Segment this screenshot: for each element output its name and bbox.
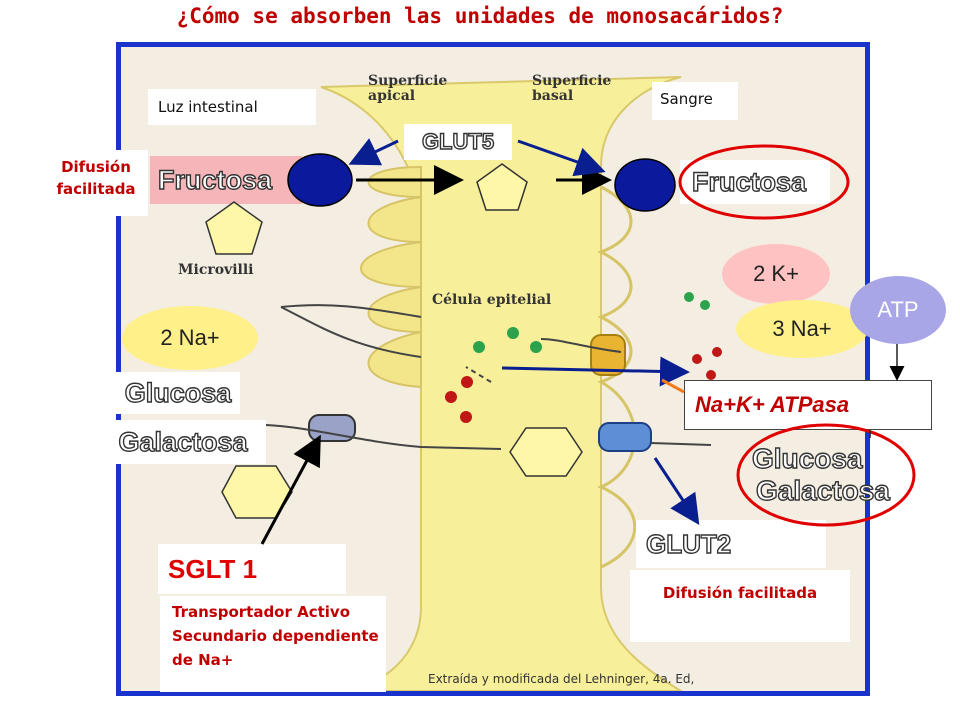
na3-ion-label: 3 Na+ bbox=[736, 300, 868, 358]
superficie-apical-label: Superficie apical bbox=[368, 73, 448, 104]
celula-epitelial-label: Célula epitelial bbox=[432, 292, 552, 308]
k-ion-dot bbox=[473, 341, 485, 353]
na-ion-dot bbox=[461, 376, 473, 388]
glut2-transporter-shape bbox=[598, 422, 652, 452]
sangre-label: Sangre bbox=[652, 82, 738, 120]
na-k-pump-shape bbox=[590, 334, 626, 376]
luz-intestinal-label: Luz intestinal bbox=[148, 89, 316, 125]
na-ion-dot bbox=[706, 370, 716, 380]
na-ion-dot bbox=[712, 347, 722, 357]
fructosa-right-label: Fructosa bbox=[680, 160, 830, 204]
glucosa-left-label: Glucosa bbox=[116, 372, 240, 414]
k-ion-dot bbox=[507, 327, 519, 339]
basal-membrane-shape bbox=[597, 185, 637, 569]
page-title: ¿Cómo se absorben las unidades de monosa… bbox=[176, 4, 784, 28]
glucosa-right-label: Glucosa bbox=[751, 443, 863, 474]
source-citation: Extraída y modificada del Lehninger, 4a.… bbox=[428, 672, 695, 686]
superficie-basal-label: Superficie basal bbox=[532, 73, 612, 104]
na-k-atpasa-label: Na+K+ ATPasa bbox=[684, 380, 932, 430]
microvilli-label: Microvilli bbox=[178, 262, 254, 278]
transportador-label: Transportador Activo Secundario dependie… bbox=[160, 596, 386, 692]
atp-label: ATP bbox=[850, 276, 946, 344]
glut2-label: GLUT2 bbox=[636, 520, 826, 568]
k-ion-dot bbox=[700, 300, 710, 310]
na-ion-dot bbox=[445, 391, 457, 403]
k-ion-dot bbox=[684, 292, 694, 302]
k-ion-label: 2 K+ bbox=[722, 244, 830, 304]
na-ion-dot bbox=[460, 411, 472, 423]
na-ion-dot bbox=[692, 354, 702, 364]
sglt1-label: SGLT 1 bbox=[158, 544, 346, 594]
microvilli-shape bbox=[360, 165, 422, 389]
sglt1-transporter-shape bbox=[308, 414, 356, 442]
galactosa-right-label: Galactosa bbox=[755, 475, 890, 506]
difusion-facilitada-bottom-label: Difusión facilitada bbox=[630, 570, 850, 642]
difusion-facilitada-top-label: Difusión facilitada bbox=[44, 150, 148, 216]
glut5-label: GLUT5 bbox=[404, 124, 512, 160]
galactosa-left-label: Galactosa bbox=[100, 420, 266, 464]
k-ion-dot bbox=[530, 341, 542, 353]
fructosa-left-label: Fructosa bbox=[150, 156, 302, 204]
na2-ion-label: 2 Na+ bbox=[122, 306, 258, 370]
